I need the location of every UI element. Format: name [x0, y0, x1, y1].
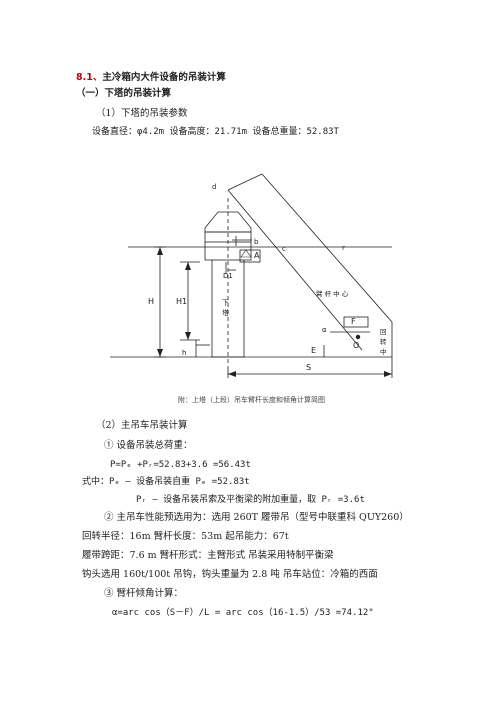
- crane-line-a: 回转半径：16m 臂杆长度：53m 起吊能力：67t: [82, 531, 289, 542]
- label-b: b: [254, 238, 259, 246]
- crane-line-c: 钩头选用 160t/100t 吊钩，钩头重量为 2.8 吨 吊车站位：冷箱的西面: [82, 569, 378, 580]
- subsection-heading: （一）下塔的吊装计算: [76, 88, 172, 99]
- label-D1: D1: [223, 272, 233, 280]
- label-O: O: [353, 341, 359, 350]
- label-E: E: [311, 346, 316, 355]
- lift-block: [239, 249, 261, 263]
- boom-lower: [227, 189, 363, 351]
- where-line: 式中：Pₑ — 设备吊装自重 Pₑ =52.83t: [82, 477, 250, 487]
- tower-collar: [204, 231, 252, 243]
- label-tower-2: 塔: [222, 308, 229, 317]
- label-rot-1: 回: [380, 328, 387, 336]
- label-S: S: [306, 363, 311, 372]
- label-h: h: [182, 349, 186, 357]
- section-number: 8.1、: [76, 72, 103, 83]
- params-title: （1）下塔的吊装参数: [96, 108, 188, 119]
- label-rot-3: 中: [380, 347, 387, 356]
- label-rot-2: 转: [380, 337, 387, 346]
- label-c: c: [282, 245, 286, 253]
- where-line-2: Pᵣ — 设备吊装吊索及平衡梁的附加重量，取 Pᵣ =3.6t: [136, 495, 365, 505]
- figure-caption: 附：上塔（上段）吊车臂杆长度和倾角计算简图: [178, 396, 325, 404]
- sec2-step3: ③ 臂杆倾角计算：: [104, 588, 184, 599]
- label-H: H: [148, 297, 154, 306]
- sec2-title: （2）主吊车吊装计算: [96, 420, 188, 431]
- label-boom-center: 臂 杆 中 心: [316, 289, 349, 298]
- label-H1: H1: [176, 297, 187, 306]
- label-A: A: [254, 251, 260, 260]
- section-title: 主冷箱内大件设备的吊装计算: [102, 72, 226, 83]
- label-F: F: [351, 317, 356, 326]
- label-d: d: [212, 183, 216, 191]
- label-alpha: α: [322, 326, 327, 334]
- label-r: r: [342, 244, 345, 252]
- section-heading: 8.1、主冷箱内大件设备的吊装计算: [76, 72, 226, 84]
- crane-line-b: 履带跨距：7.6 m 臂杆形式：主臂形式 吊装采用特制平衡梁: [82, 550, 334, 561]
- formula-1: P=Pₑ +Pᵣ=52.83+3.6 =56.43t: [110, 460, 251, 470]
- crane-diagram: d b c r A D1 H H1 下 塔 臂 杆 中 心 α F O E h …: [110, 173, 393, 378]
- sec2-step2: ② 主吊车性能预选用为：选用 260T 履带吊（型号中联重科 QUY260）: [104, 512, 409, 523]
- tower-body: [211, 259, 245, 358]
- sec2-step1: ① 设备吊装总荷重：: [104, 440, 193, 451]
- boom-upper: [261, 173, 393, 323]
- label-tower-1: 下: [222, 299, 229, 307]
- params-line: 设备直径：φ4.2m 设备高度：21.71m 设备总重量：52.83T: [92, 127, 339, 137]
- formula-2: α=arc cos（S－F）/L = arc cos（16-1.5）/53 =7…: [112, 608, 374, 618]
- f-box: [343, 316, 369, 328]
